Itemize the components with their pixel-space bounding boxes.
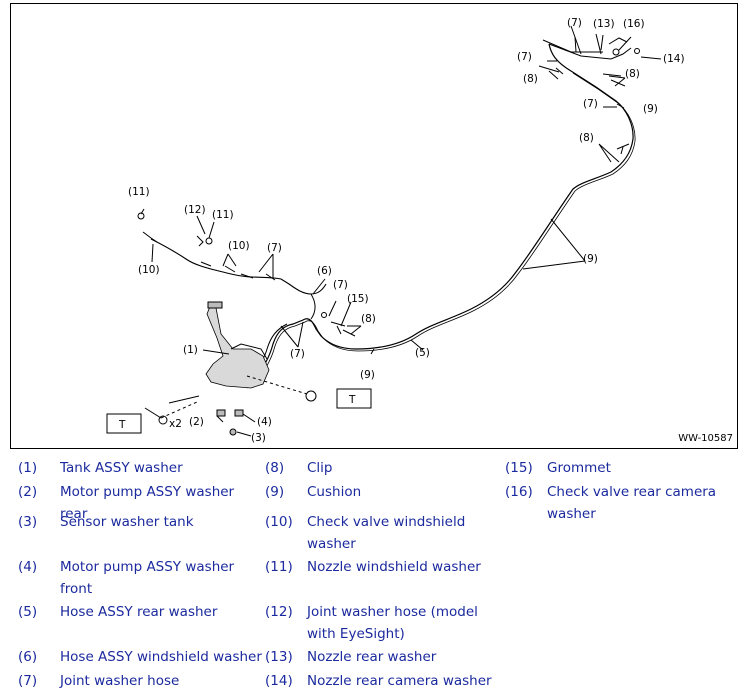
legend-item-10: (10) Check valve windshield washer [265, 511, 507, 555]
legend-label: Joint washer hose [60, 673, 180, 689]
callout-9-a: (9) [360, 369, 375, 381]
legend-label: Tank ASSY washer [60, 460, 183, 476]
torque-mark-left: T [118, 419, 126, 431]
callout-16: (16) [623, 18, 645, 30]
callout-10-a: (10) [138, 264, 160, 276]
legend-item-11: (11) Nozzle windshield washer [265, 556, 507, 578]
callout-11-b: (11) [212, 209, 234, 221]
legend-item-9: (9) Cushion [265, 481, 507, 503]
legend-label: Joint washer hose (model with EyeSight) [307, 604, 478, 642]
washer-tank [205, 303, 270, 389]
washer-system-diagram: (1) (2) (3) (4) (5) (6) (7) (7) (7) (7) … [106, 17, 685, 444]
callout-7-a: (7) [333, 279, 348, 291]
legend-num: (3) [18, 514, 38, 530]
legend-label: Check valve rear camera washer [547, 484, 717, 522]
callout-8-a: (8) [361, 313, 376, 325]
callout-13: (13) [593, 18, 615, 30]
legend-num: (7) [18, 673, 38, 689]
rear-washer-hose [244, 43, 634, 387]
callout-5: (5) [415, 347, 430, 359]
callout-11-a: (11) [128, 186, 150, 198]
diagram-frame: (1) (2) (3) (4) (5) (6) (7) (7) (7) (7) … [10, 3, 738, 449]
legend-num: (15) [505, 460, 533, 476]
legend-item-6: (6) Hose ASSY windshield washer [18, 646, 265, 668]
legend-label: Sensor washer tank [60, 514, 194, 530]
legend-num: (8) [265, 460, 285, 476]
callout-9-b: (9) [583, 253, 598, 265]
legend-num: (10) [265, 514, 293, 530]
legend-label: Nozzle rear washer [307, 649, 437, 665]
legend-item-2: (2) Motor pump ASSY washer rear [18, 481, 265, 525]
legend-num: (11) [265, 559, 293, 575]
legend-item-3: (3) Sensor washer tank [18, 511, 265, 533]
callout-7-d: (7) [567, 17, 582, 29]
legend-label: Motor pump ASSY washer front [60, 559, 235, 597]
torque-box-right [336, 388, 372, 409]
parts-legend: (1) Tank ASSY washer (2) Motor pump ASSY w… [0, 456, 751, 696]
legend-item-14: (14) Nozzle rear camera washer [265, 670, 507, 692]
legend-num: (13) [265, 649, 293, 665]
quantity-x2: x2 [169, 418, 182, 430]
legend-label: Cushion [307, 484, 362, 500]
callout-2: (2) [189, 416, 204, 428]
callout-3: (3) [251, 432, 266, 444]
callout-8-c: (8) [523, 73, 538, 85]
callout-7-f: (7) [583, 98, 598, 110]
legend-label: Check valve windshield washer [307, 514, 466, 552]
legend-num: (2) [18, 484, 38, 500]
legend-num: (14) [265, 673, 293, 689]
legend-label: Grommet [547, 460, 611, 476]
callout-8-d: (8) [579, 132, 594, 144]
callout-9-c: (9) [643, 103, 658, 115]
legend-label: Nozzle windshield washer [307, 559, 481, 575]
legend-num: (1) [18, 460, 38, 476]
legend-item-7: (7) Joint washer hose [18, 670, 265, 692]
legend-label: Clip [307, 460, 333, 476]
legend-num: (12) [265, 604, 293, 620]
figure-id: WW-10587 [678, 433, 733, 444]
callout-12: (12) [184, 204, 206, 216]
legend-item-4: (4) Motor pump ASSY washer front [18, 556, 265, 600]
legend-label: Motor pump ASSY washer rear [60, 484, 235, 522]
callout-7-e: (7) [517, 51, 532, 63]
callout-4: (4) [257, 416, 272, 428]
legend-num: (4) [18, 559, 38, 575]
torque-mark-right: T [348, 394, 356, 406]
windshield-washer-hose [150, 238, 327, 295]
legend-item-12: (12) Joint washer hose (model with EyeSig… [265, 601, 507, 645]
legend-item-15: (15) Grommet [505, 457, 732, 479]
callout-1: (1) [183, 344, 198, 356]
legend-label: Hose ASSY windshield washer [60, 649, 262, 665]
legend-item-13: (13) Nozzle rear washer [265, 646, 507, 668]
callout-7-c: (7) [267, 242, 282, 254]
legend-item-8: (8) Clip [265, 457, 507, 479]
legend-num: (6) [18, 649, 38, 665]
callout-15: (15) [347, 293, 369, 305]
callout-14: (14) [663, 53, 685, 65]
legend-label: Hose ASSY rear washer [60, 604, 218, 620]
callout-8-b: (8) [625, 68, 640, 80]
callout-10-b: (10) [228, 240, 250, 252]
legend-num: (16) [505, 484, 533, 500]
torque-box-left [106, 413, 142, 434]
legend-label: Nozzle rear camera washer [307, 673, 492, 689]
callout-6: (6) [317, 265, 332, 277]
legend-item-5: (5) Hose ASSY rear washer [18, 601, 265, 623]
legend-item-16: (16) Check valve rear camera washer [505, 481, 732, 525]
callout-7-b: (7) [290, 348, 305, 360]
legend-num: (5) [18, 604, 38, 620]
legend-num: (9) [265, 484, 285, 500]
legend-item-1: (1) Tank ASSY washer [18, 457, 265, 479]
